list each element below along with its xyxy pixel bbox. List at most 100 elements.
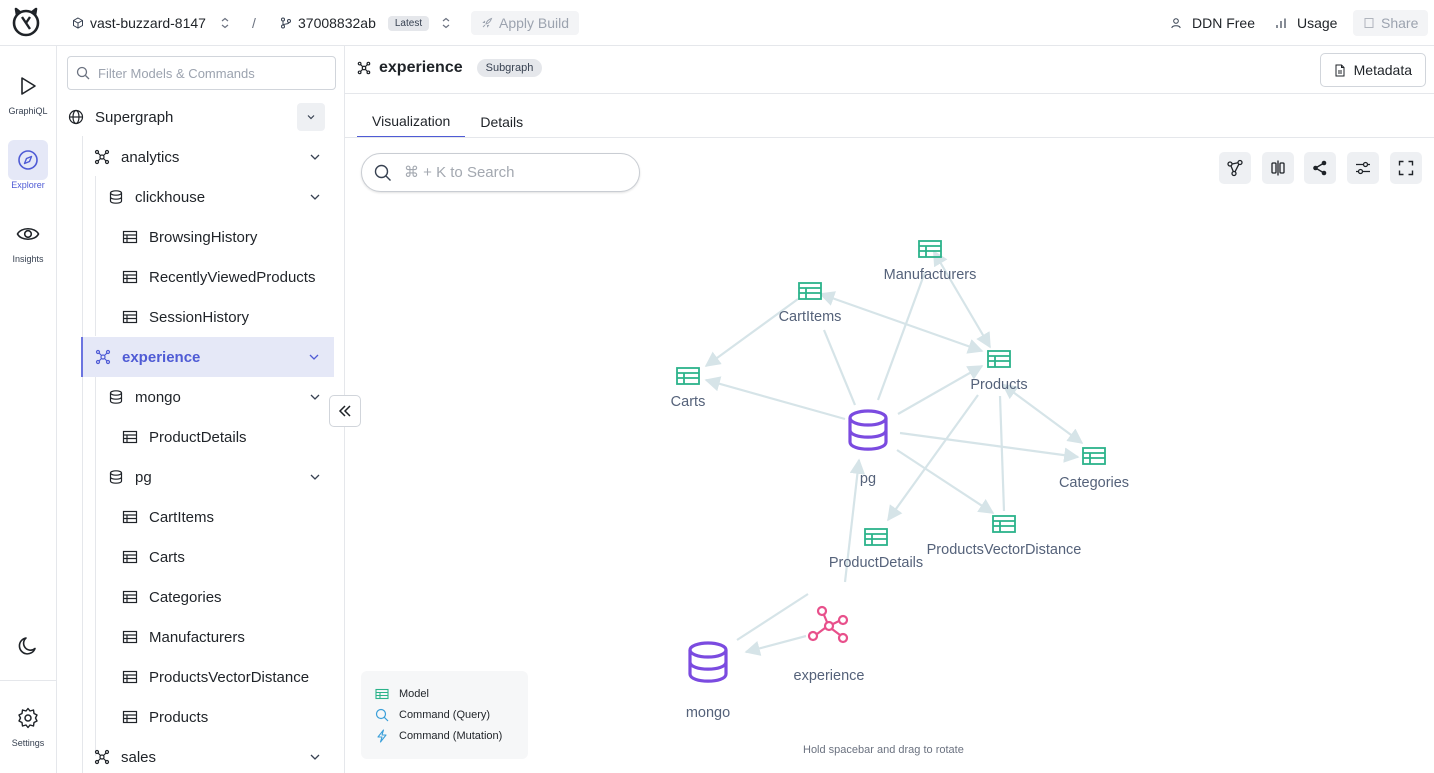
tree-model-manufacturers[interactable]: Manufacturers bbox=[121, 617, 335, 657]
tree-model-label: Manufacturers bbox=[149, 628, 245, 646]
table-icon bbox=[121, 548, 139, 566]
tree-datasource-label: pg bbox=[135, 468, 152, 486]
metadata-button[interactable]: Metadata bbox=[1319, 53, 1426, 87]
tree-model-label: ProductsVectorDistance bbox=[149, 668, 310, 686]
database-icon bbox=[107, 388, 125, 406]
tab-visualization[interactable]: Visualization bbox=[357, 106, 466, 137]
chevron-down-icon bbox=[309, 354, 319, 360]
usage-link[interactable]: Usage bbox=[1275, 0, 1337, 46]
tree-datasource-pg[interactable]: pg bbox=[107, 457, 335, 497]
tree-datasource-label: mongo bbox=[135, 388, 181, 406]
search-icon bbox=[374, 164, 391, 181]
tree-model-label: BrowsingHistory bbox=[149, 228, 258, 246]
filter-field[interactable] bbox=[67, 56, 336, 90]
graph-search-input[interactable] bbox=[404, 164, 624, 181]
chevron-down-icon[interactable] bbox=[297, 103, 325, 131]
tree-supergraph[interactable]: Supergraph bbox=[67, 97, 335, 137]
tree-model-label: RecentlyViewedProducts bbox=[149, 268, 316, 286]
align-button[interactable] bbox=[1262, 152, 1294, 184]
hasura-logo-icon[interactable] bbox=[10, 6, 42, 38]
subgraph-badge: Subgraph bbox=[476, 59, 543, 77]
breadcrumb-separator: / bbox=[252, 15, 256, 31]
rail-explorer-label: Explorer bbox=[11, 180, 45, 190]
table-icon bbox=[121, 628, 139, 646]
align-center-icon bbox=[1271, 160, 1285, 176]
apply-build-button[interactable]: Apply Build bbox=[471, 11, 580, 35]
latest-badge: Latest bbox=[387, 15, 430, 31]
cube-icon bbox=[73, 17, 83, 29]
plan-link[interactable]: DDN Free bbox=[1170, 0, 1255, 46]
rail-graphiql-label: GraphiQL bbox=[8, 106, 48, 116]
table-icon bbox=[121, 428, 139, 446]
tree-model-label: ProductDetails bbox=[149, 428, 247, 446]
tree-subgraph-label: experience bbox=[122, 348, 201, 366]
subgraph-icon bbox=[357, 61, 371, 75]
tree-guide bbox=[95, 176, 96, 336]
tree-model-recentlyviewedproducts[interactable]: RecentlyViewedProducts bbox=[121, 257, 335, 297]
left-rail: GraphiQL Explorer Insights Settings bbox=[0, 46, 57, 773]
filter-settings-button[interactable] bbox=[1347, 152, 1379, 184]
tree-subgraph-label: analytics bbox=[121, 148, 180, 166]
tree-subgraph-experience[interactable]: experience bbox=[81, 337, 334, 377]
rail-explorer[interactable]: Explorer bbox=[0, 140, 56, 190]
table-icon bbox=[121, 508, 139, 526]
tree-datasource-clickhouse[interactable]: clickhouse bbox=[107, 177, 335, 217]
share-button[interactable]: Share bbox=[1353, 10, 1429, 36]
database-icon bbox=[107, 188, 125, 206]
graph-search[interactable] bbox=[361, 153, 640, 192]
build-id: 37008832ab bbox=[298, 15, 376, 31]
share-box-icon bbox=[1364, 18, 1374, 28]
tab-details[interactable]: Details bbox=[480, 113, 524, 130]
rail-settings-label: Settings bbox=[11, 738, 45, 748]
tree-subgraph-sales[interactable]: sales bbox=[93, 737, 335, 773]
share-nodes-icon bbox=[1313, 160, 1327, 176]
share-graph-button[interactable] bbox=[1304, 152, 1336, 184]
rail-graphiql[interactable]: GraphiQL bbox=[0, 66, 56, 116]
tree-model-productdetails[interactable]: ProductDetails bbox=[121, 417, 335, 457]
rail-settings[interactable]: Settings bbox=[0, 698, 56, 748]
tree-subgraph-analytics[interactable]: analytics bbox=[93, 137, 335, 177]
model-tree-sidebar: Supergraph analytics clickhouse Browsing… bbox=[57, 46, 345, 773]
project-selector[interactable]: vast-buzzard-8147 bbox=[72, 0, 230, 46]
graph-layout-icon bbox=[1227, 159, 1243, 177]
tabs-divider bbox=[345, 137, 1434, 138]
rail-insights[interactable]: Insights bbox=[0, 214, 56, 264]
tree-model-products[interactable]: Products bbox=[121, 697, 335, 737]
table-icon bbox=[121, 268, 139, 286]
fullscreen-button[interactable] bbox=[1390, 152, 1422, 184]
chevron-down-icon bbox=[310, 194, 320, 200]
tree-model-browsinghistory[interactable]: BrowsingHistory bbox=[121, 217, 335, 257]
filter-input[interactable] bbox=[98, 65, 328, 81]
eye-icon bbox=[8, 214, 48, 254]
subgraph-icon bbox=[93, 748, 111, 766]
main-panel: experience Subgraph Metadata Visualizati… bbox=[345, 46, 1434, 773]
tree-subgraph-label: sales bbox=[121, 748, 157, 766]
rail-insights-label: Insights bbox=[12, 254, 44, 264]
tree-model-label: Carts bbox=[149, 548, 185, 566]
database-icon bbox=[107, 468, 125, 486]
layout-graph-button[interactable] bbox=[1219, 152, 1251, 184]
tree-model-label: Products bbox=[149, 708, 209, 726]
globe-icon bbox=[67, 108, 85, 126]
expand-icon bbox=[1398, 160, 1414, 176]
rocket-icon bbox=[482, 17, 493, 28]
tree-model-cartitems[interactable]: CartItems bbox=[121, 497, 335, 537]
theme-toggle[interactable] bbox=[0, 626, 56, 666]
tree-model-sessionhistory[interactable]: SessionHistory bbox=[121, 297, 335, 337]
page-title-text: experience bbox=[379, 59, 463, 76]
tree-model-productsvectordistance[interactable]: ProductsVectorDistance bbox=[121, 657, 335, 697]
tree-model-label: Categories bbox=[149, 588, 222, 606]
rail-divider bbox=[0, 680, 56, 681]
table-icon bbox=[121, 588, 139, 606]
tree-datasource-mongo[interactable]: mongo bbox=[107, 377, 335, 417]
view-tabs: Visualization Details bbox=[357, 106, 538, 137]
page-title: experience Subgraph bbox=[357, 59, 543, 77]
collapse-sidebar-button[interactable] bbox=[329, 395, 361, 427]
chevron-down-icon bbox=[310, 474, 320, 480]
chevron-updown-icon bbox=[442, 17, 450, 29]
tree-model-categories[interactable]: Categories bbox=[121, 577, 335, 617]
project-name: vast-buzzard-8147 bbox=[90, 15, 206, 31]
tree-guide bbox=[95, 376, 96, 756]
build-selector[interactable]: 37008832ab Latest bbox=[280, 0, 451, 46]
tree-model-carts[interactable]: Carts bbox=[121, 537, 335, 577]
